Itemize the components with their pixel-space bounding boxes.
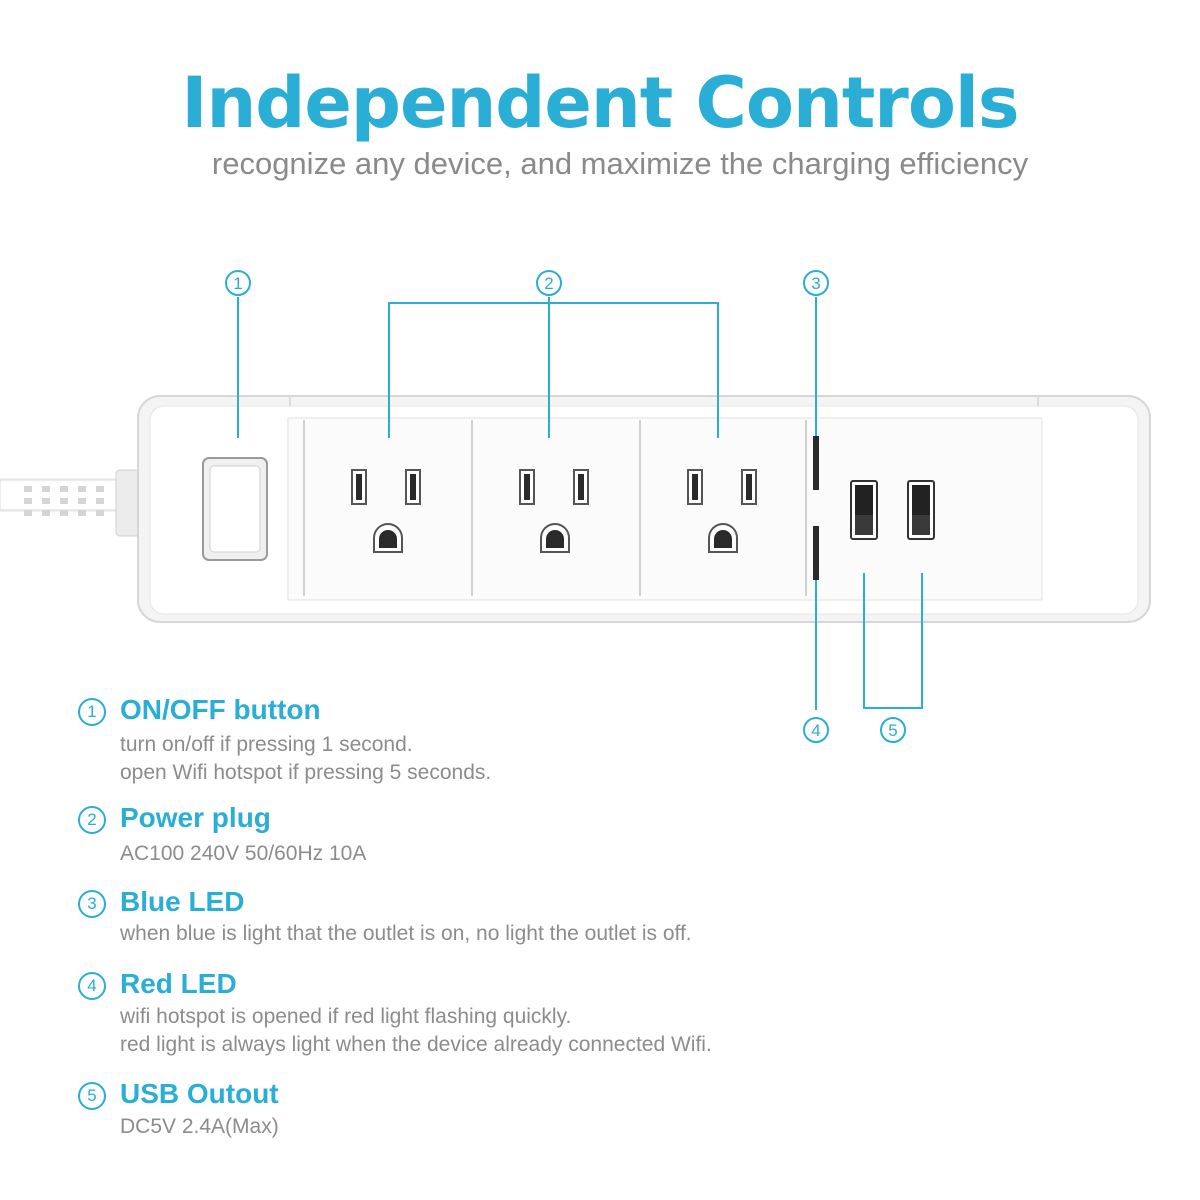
legend-description: turn on/off if pressing 1 second. [120, 733, 413, 756]
us-outlet-icon [351, 469, 421, 553]
svg-text:5: 5 [888, 721, 897, 740]
svg-text:2: 2 [544, 274, 553, 293]
legend-description: wifi hotspot is opened if red light flas… [120, 1005, 572, 1028]
legend-number: 1 [78, 698, 106, 726]
legend-heading: Power plug [120, 802, 271, 833]
power-strip-diagram: 1 2 3 4 5 [0, 270, 1151, 743]
legend-description: open Wifi hotspot if pressing 5 seconds. [120, 761, 492, 784]
us-outlet-icon [519, 469, 589, 553]
callout-4: 4 [803, 717, 829, 743]
legend-description: DC5V 2.4A(Max) [120, 1115, 279, 1138]
svg-text:3: 3 [811, 274, 820, 293]
svg-text:1: 1 [233, 274, 242, 293]
legend-number: 5 [78, 1082, 106, 1110]
legend-description: red light is always light when the devic… [120, 1033, 712, 1056]
us-outlet-icon [687, 469, 757, 553]
usb-port-icon [907, 480, 935, 540]
legend-heading: USB Outout [120, 1078, 279, 1109]
legend-heading: Blue LED [120, 886, 245, 917]
callout-5: 5 [880, 717, 906, 743]
led-indicator-icon [813, 436, 819, 490]
callout-2: 2 [536, 270, 562, 296]
power-cord-icon [0, 469, 141, 537]
page-title: Independent Controls [181, 62, 1019, 144]
usb-port-icon [850, 480, 878, 540]
callout-3: 3 [803, 270, 829, 296]
power-switch-icon [202, 457, 268, 561]
legend-description: when blue is light that the outlet is on… [120, 922, 692, 945]
svg-text:4: 4 [811, 721, 820, 740]
legend-description: AC100 240V 50/60Hz 10A [120, 842, 367, 865]
led-indicator-icon [813, 526, 819, 580]
legend-heading: Red LED [120, 968, 237, 999]
callout-1: 1 [225, 270, 251, 296]
legend-number: 2 [78, 806, 106, 834]
page-subtitle: recognize any device, and maximize the c… [211, 146, 1029, 181]
legend-heading: ON/OFF button [120, 694, 321, 725]
legend-number: 4 [78, 972, 106, 1000]
legend-number: 3 [78, 890, 106, 918]
